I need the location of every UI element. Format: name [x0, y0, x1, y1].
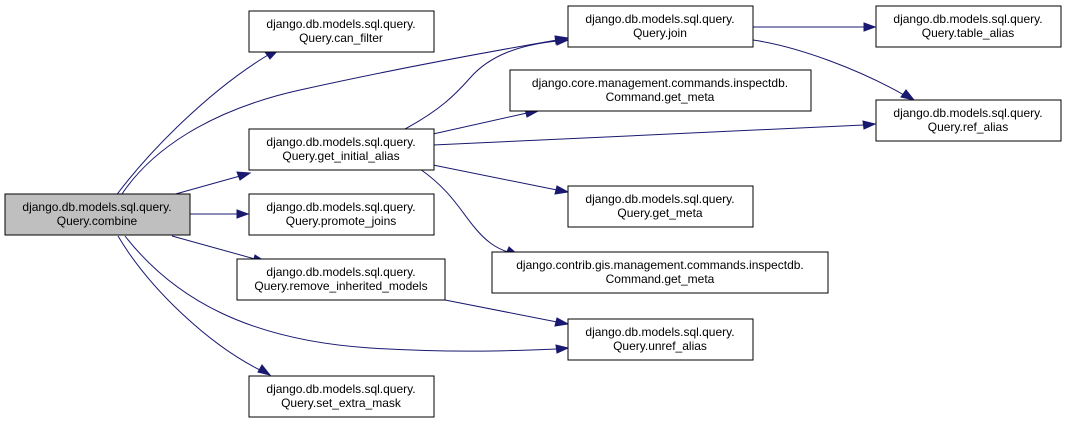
edge-combine-can_filter — [114, 48, 281, 198]
node-remove_inherited_models-line2: Query.remove_inherited_models — [254, 279, 427, 293]
node-set_extra_mask-line2: Query.set_extra_mask — [281, 396, 402, 410]
node-can_filter-line2: Query.can_filter — [299, 31, 383, 45]
node-query_get_meta[interactable]: django.db.models.sql.query. Query.get_me… — [567, 185, 754, 228]
node-can_filter-line1: django.db.models.sql.query. — [266, 17, 415, 31]
edge-combine-get_initial_alias — [171, 171, 252, 196]
node-join[interactable]: django.db.models.sql.query. Query.join — [567, 5, 754, 48]
node-promote_joins[interactable]: django.db.models.sql.query. Query.promot… — [248, 193, 435, 236]
edge-get_initial_alias-ref_alias — [432, 120, 877, 146]
edge-get_initial_alias-join — [404, 36, 570, 130]
edge-get_initial_alias-query_get_meta — [432, 164, 570, 195]
node-set_extra_mask[interactable]: django.db.models.sql.query. Query.set_ex… — [248, 375, 435, 418]
node-get_initial_alias-line1: django.db.models.sql.query. — [266, 135, 415, 149]
node-ref_alias[interactable]: django.db.models.sql.query. Query.ref_al… — [875, 99, 1062, 142]
node-unref_alias-line2: Query.unref_alias — [613, 339, 707, 353]
node-get_initial_alias[interactable]: django.db.models.sql.query. Query.get_in… — [248, 128, 435, 171]
edge-combine-set_extra_mask — [117, 235, 272, 376]
node-gis_get_meta[interactable]: django.contrib.gis.management.commands.i… — [491, 251, 829, 294]
node-set_extra_mask-line1: django.db.models.sql.query. — [266, 382, 415, 396]
node-unref_alias[interactable]: django.db.models.sql.query. Query.unref_… — [567, 318, 754, 361]
node-promote_joins-line2: Query.promote_joins — [286, 214, 397, 228]
node-gis_get_meta-line1: django.contrib.gis.management.commands.i… — [516, 258, 804, 272]
edge-remove_inherited_models-unref_alias — [444, 299, 570, 327]
node-query_get_meta-line1: django.db.models.sql.query. — [585, 192, 734, 206]
edge-combine-unref_alias — [124, 235, 570, 354]
edge-get_initial_alias-gis_get_meta — [419, 168, 520, 256]
node-core_get_meta[interactable]: django.core.management.commands.inspectd… — [509, 69, 812, 112]
edge-join-ref_alias — [752, 39, 916, 101]
node-ref_alias-line2: Query.ref_alias — [928, 120, 1008, 134]
node-gis_get_meta-line2: Command.get_meta — [606, 272, 715, 286]
node-remove_inherited_models[interactable]: django.db.models.sql.query. Query.remove… — [236, 258, 446, 301]
edge-combine-promote_joins — [190, 209, 250, 219]
node-join-line2: Query.join — [633, 26, 687, 40]
node-combine-line1: django.db.models.sql.query. — [22, 200, 171, 214]
node-can_filter[interactable]: django.db.models.sql.query. Query.can_fi… — [248, 10, 435, 53]
edge-get_initial_alias-core_get_meta — [432, 108, 540, 135]
node-combine[interactable]: django.db.models.sql.query. Query.combin… — [4, 193, 191, 236]
node-unref_alias-line1: django.db.models.sql.query. — [585, 325, 734, 339]
node-promote_joins-line1: django.db.models.sql.query. — [266, 200, 415, 214]
node-join-line1: django.db.models.sql.query. — [585, 12, 734, 26]
node-table_alias[interactable]: django.db.models.sql.query. Query.table_… — [875, 5, 1062, 48]
node-ref_alias-line1: django.db.models.sql.query. — [893, 106, 1042, 120]
edge-join-table_alias — [753, 22, 877, 32]
node-remove_inherited_models-line1: django.db.models.sql.query. — [266, 265, 415, 279]
node-table_alias-line1: django.db.models.sql.query. — [893, 12, 1042, 26]
node-core_get_meta-line2: Command.get_meta — [606, 90, 715, 104]
edge-combine-join — [119, 35, 570, 198]
node-get_initial_alias-line2: Query.get_initial_alias — [282, 149, 399, 163]
node-query_get_meta-line2: Query.get_meta — [617, 206, 702, 220]
node-table_alias-line2: Query.table_alias — [922, 26, 1015, 40]
node-combine-line2: Query.combine — [57, 214, 138, 228]
node-core_get_meta-line1: django.core.management.commands.inspectd… — [532, 76, 788, 90]
